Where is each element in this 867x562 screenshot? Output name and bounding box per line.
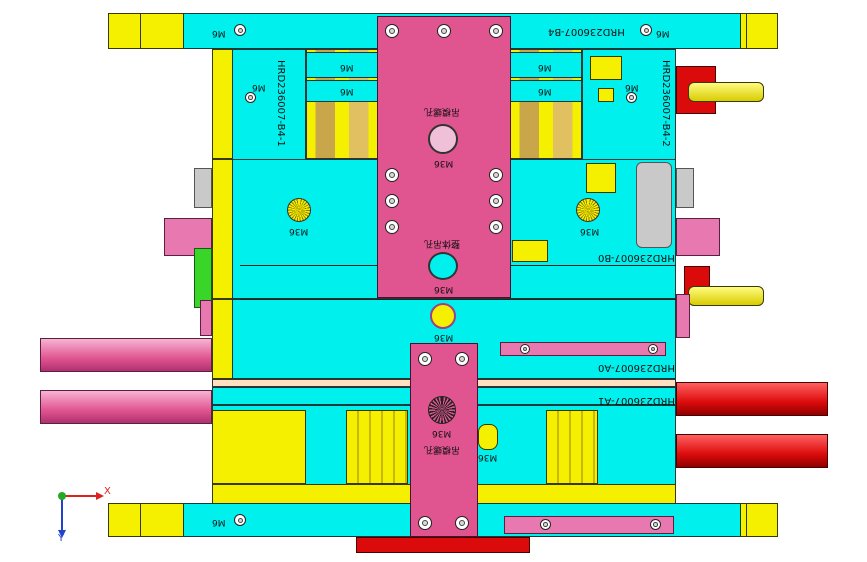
top-plate-divider-left xyxy=(140,13,141,49)
label-chinese-mid: 整体吊孔 xyxy=(424,238,461,248)
a1-yellow-center-right xyxy=(546,410,598,484)
label-m6-bar-r2: M6 xyxy=(538,86,552,96)
a1-small-plug xyxy=(478,424,498,450)
x-axis-arrow xyxy=(96,492,104,500)
bolt-hole-b4-2 xyxy=(626,92,637,103)
side-pink-left-lower xyxy=(200,300,212,336)
label-plate-a1: HRD236007-A1 xyxy=(598,395,675,406)
label-m6-bar-l1: M6 xyxy=(340,62,354,72)
label-m36-right: M36 xyxy=(580,226,600,236)
support-block-left xyxy=(212,49,234,159)
a1-yellow-left xyxy=(212,410,306,484)
label-plate-b4-1: HRD236007-B4-1 xyxy=(275,60,286,147)
label-m6-bottom-left: M6 xyxy=(212,517,226,527)
pink-cylinder-upper xyxy=(40,338,212,372)
switch-block-top-small xyxy=(598,88,614,102)
electrical-connector xyxy=(636,162,672,248)
lpb-hole-2 xyxy=(455,352,469,366)
pink-cylinder-lower xyxy=(40,390,212,424)
lp-hole-2 xyxy=(437,24,451,38)
lpb-hole-4 xyxy=(455,516,469,530)
lp-lift-hole-mid xyxy=(428,252,458,280)
label-m6-bar-r1: M6 xyxy=(538,62,552,72)
bolt-hole-bottom-left xyxy=(234,514,246,526)
a0-center-locating-ring xyxy=(430,303,456,329)
bolt-hole-top-right xyxy=(640,24,652,36)
lp-hole-8 xyxy=(385,220,399,234)
label-plate-a0: HRD236007-A0 xyxy=(598,362,675,373)
lp-hole-7 xyxy=(489,194,503,208)
label-m36-a1: M36 xyxy=(478,452,498,462)
lp-hole-3 xyxy=(489,24,503,38)
label-m36-lp-top: M36 xyxy=(434,158,454,168)
bottom-red-nozzle-plate xyxy=(356,537,530,553)
label-m6-bar-l2: M6 xyxy=(340,86,354,96)
label-m6-top-left: M6 xyxy=(212,28,226,38)
lp-hole-4 xyxy=(385,168,399,182)
label-m36-lpb: M36 xyxy=(432,428,452,438)
axis-triad xyxy=(58,492,104,538)
top-plate-divider-right xyxy=(746,13,747,49)
lpb-threaded-hole xyxy=(428,396,456,424)
bottom-strip-hole-left xyxy=(540,519,551,530)
x-axis-label: X xyxy=(104,486,111,497)
label-plate-b4: HRD236007-B4 xyxy=(548,26,625,37)
water-fitting-mid xyxy=(688,286,764,306)
bolt-hole-top-left xyxy=(234,24,246,36)
a0-top-line xyxy=(240,299,676,300)
lp-hole-6 xyxy=(385,194,399,208)
z-axis-dot xyxy=(58,492,66,500)
switch-block-top xyxy=(590,56,622,80)
y-axis-label: Y xyxy=(58,533,65,544)
red-cylinder-upper xyxy=(676,382,828,416)
bottom-strip-hole-right xyxy=(650,519,661,530)
bolt-hole-b4-1 xyxy=(245,92,256,103)
y-axis-arrow xyxy=(58,530,66,538)
label-chinese-bottom: 吊模螺孔 xyxy=(424,444,461,454)
label-m6-b4-1: M6 xyxy=(252,82,266,92)
a1-yellow-center-left xyxy=(346,410,408,484)
a0-strip-hole-left xyxy=(520,344,530,354)
lifting-plate-top xyxy=(377,16,511,298)
switch-block-mid xyxy=(586,163,616,193)
side-pink-right-lower xyxy=(676,294,690,338)
lpb-hole-3 xyxy=(418,516,432,530)
water-fitting-upper xyxy=(688,82,764,102)
lift-block-right xyxy=(676,218,720,256)
label-m36-a0: M36 xyxy=(434,332,454,342)
lp-hole-9 xyxy=(489,220,503,234)
a0-pink-strip xyxy=(500,342,666,356)
green-block-left xyxy=(194,248,212,308)
label-m36-left: M36 xyxy=(289,226,309,236)
lp-lift-hole-top xyxy=(428,124,458,154)
a0-strip-hole-right xyxy=(648,344,658,354)
bottom-plate-divider-left xyxy=(140,503,141,537)
label-chinese-top: 吊模螺孔 xyxy=(424,106,461,116)
small-yellow-block-b0 xyxy=(512,240,548,262)
bottom-plate-divider-right xyxy=(746,503,747,537)
lp-hole-1 xyxy=(385,24,399,38)
lpb-hole-1 xyxy=(418,352,432,366)
cooling-plug-right xyxy=(576,198,600,222)
label-plate-b4-2: HRD236007-B4-2 xyxy=(660,60,671,147)
side-cylinder-left xyxy=(194,168,212,208)
label-m6-b4-2: M6 xyxy=(625,82,639,92)
plate-b4-1 xyxy=(232,49,306,161)
label-m6-top-right: M6 xyxy=(656,28,670,38)
lifting-plate-bottom xyxy=(410,343,478,537)
lp-hole-5 xyxy=(489,168,503,182)
upper-bar-left xyxy=(306,52,378,78)
red-cylinder-lower xyxy=(676,434,828,468)
side-cylinder-right xyxy=(676,168,694,208)
cooling-plug-left xyxy=(287,198,311,222)
bottom-pink-strip xyxy=(504,516,674,534)
label-m36-lp-mid: M36 xyxy=(434,284,454,294)
label-plate-b0: HRD236007-B0 xyxy=(598,252,675,263)
